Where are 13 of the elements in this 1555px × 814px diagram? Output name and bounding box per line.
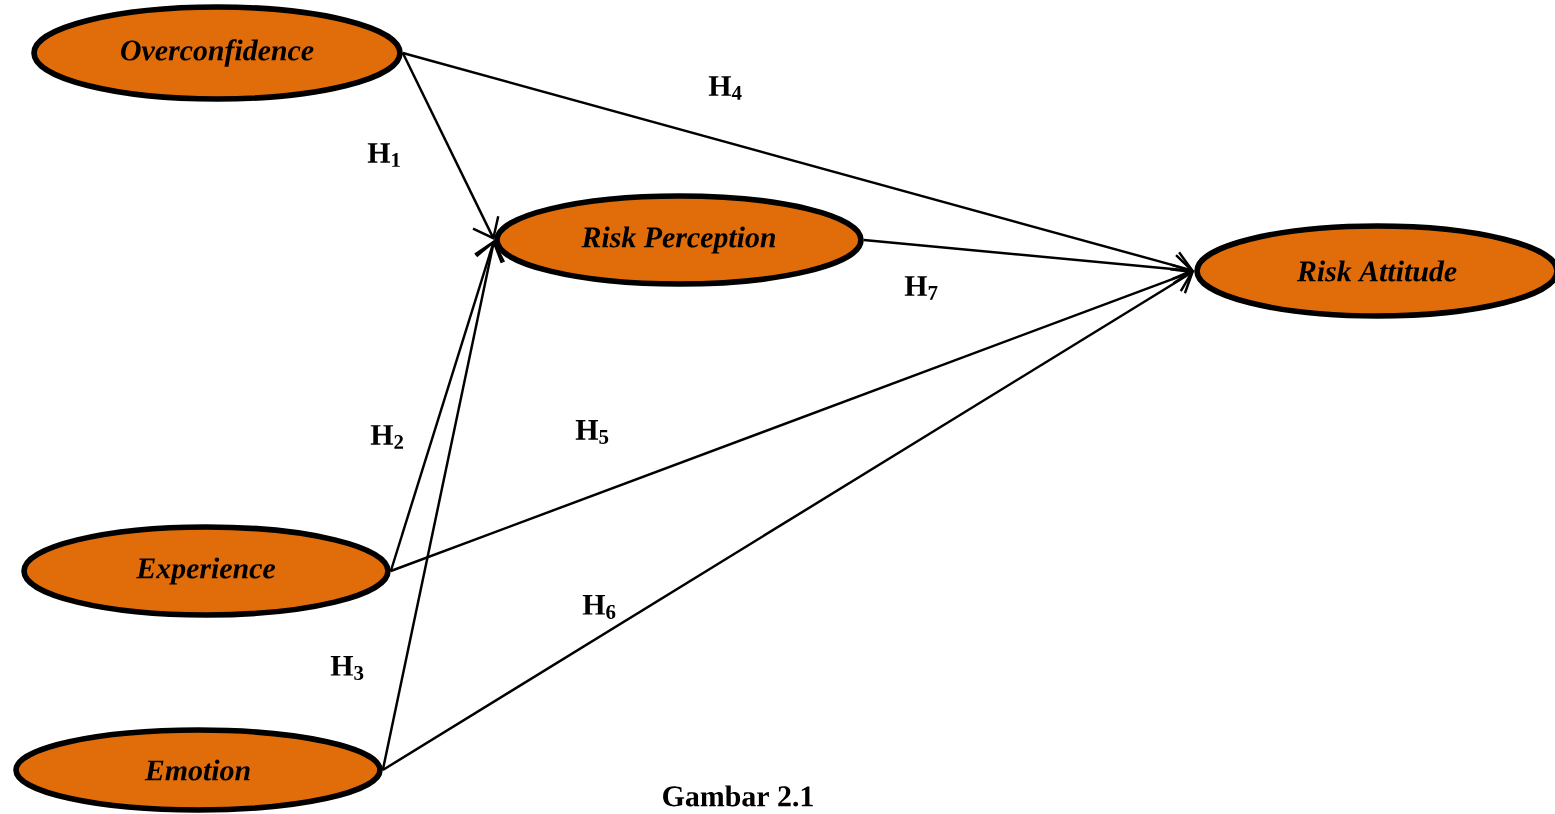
edge-label: H$_{6}$: [582, 595, 616, 619]
edge-label: H$_{1}$: [367, 143, 400, 167]
figure-caption: Gambar 2.1: [663, 785, 813, 807]
arrow: [401, 52, 500, 240]
edge-label: H$_{7}$: [904, 276, 938, 300]
arrow: [381, 240, 506, 771]
edge-label: H$_{5}$: [575, 420, 609, 444]
edge-label: H$_{4}$: [708, 76, 742, 100]
arrow: [382, 268, 1195, 772]
edge-label: H$_{2}$: [370, 425, 404, 449]
arrow: [863, 238, 1195, 285]
arrow: [389, 240, 503, 572]
edge-label: H$_{3}$: [330, 656, 364, 680]
